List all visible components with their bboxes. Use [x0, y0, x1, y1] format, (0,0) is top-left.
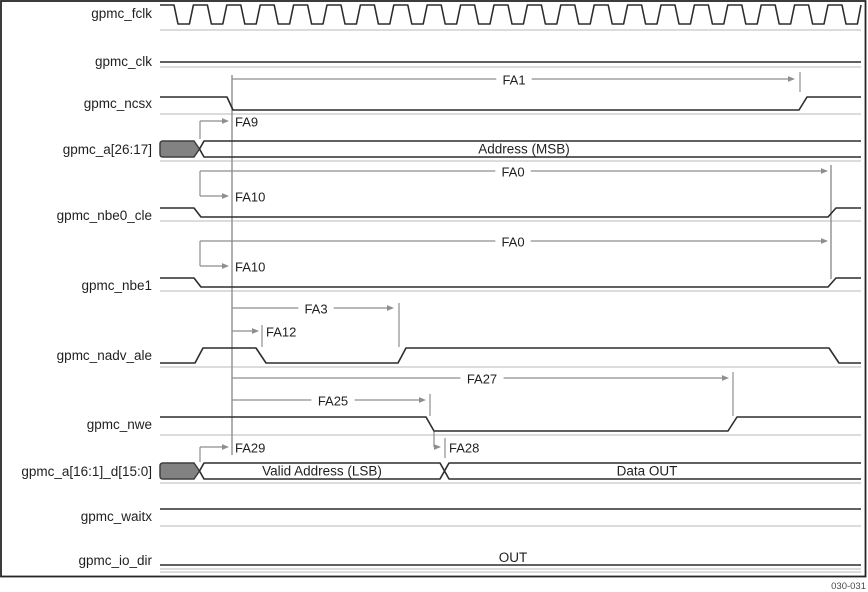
dimension-arrows-layer	[199, 72, 832, 462]
dim-FA0-4	[199, 238, 828, 266]
dim-label-FA10: FA10	[235, 260, 265, 275]
dim-FA10-5	[200, 263, 229, 269]
arrowhead	[434, 444, 441, 450]
dim-FA10-3	[200, 193, 229, 199]
dim-label-FA0: FA0	[501, 165, 524, 180]
arrowhead	[252, 328, 259, 334]
trace-gpmc_ncsx	[160, 96, 861, 111]
arrowhead	[387, 305, 394, 311]
trace-gpmc_nbe1	[160, 277, 861, 288]
signal-label-gpmc_a_16_1_d_15_0: gpmc_a[16:1]_d[15:0]	[21, 464, 152, 479]
signal-label-gpmc_a_26_17: gpmc_a[26:17]	[63, 142, 152, 157]
dim-label-FA27: FA27	[467, 372, 497, 387]
arrowhead	[722, 375, 729, 381]
figure-code: 030-031	[831, 581, 866, 592]
dim-FA29-10	[199, 444, 229, 462]
signal-label-gpmc_waitx: gpmc_waitx	[81, 509, 153, 524]
dim-label-FA10: FA10	[235, 190, 265, 205]
dim-FA1-0	[232, 72, 801, 92]
dim-FA12-7	[232, 325, 263, 347]
signal-label-gpmc_nadv_ale: gpmc_nadv_ale	[57, 348, 152, 363]
trace-gpmc_nwe	[160, 416, 861, 432]
dim-label-FA1: FA1	[502, 73, 525, 88]
arrowhead	[419, 397, 426, 403]
arrowhead	[222, 263, 229, 269]
bus-invalid-block-gpmc_a_26_17	[159, 140, 201, 158]
dim-label-FA9: FA9	[235, 115, 258, 130]
bus-value-label: Address (MSB)	[478, 142, 570, 157]
signal-label-gpmc_nwe: gpmc_nwe	[87, 417, 152, 432]
dim-FA0-2	[199, 168, 828, 196]
bus-invalid-block-gpmc_a_16_1_d_15_0	[159, 462, 201, 480]
diagram-frame-layer	[0, 0, 867, 578]
arrowhead	[222, 118, 229, 124]
arrowhead	[821, 168, 828, 174]
signal-label-gpmc_io_dir: gpmc_io_dir	[78, 553, 152, 568]
arrowhead	[222, 193, 229, 199]
bus-segment-gpmc_a_16_1_d_15_0-0	[198, 462, 446, 480]
dim-label-FA3: FA3	[304, 302, 327, 317]
bus-value-label: Data OUT	[617, 464, 678, 479]
dim-FA28-11	[433, 431, 446, 458]
signal-label-gpmc_nbe1: gpmc_nbe1	[81, 278, 152, 293]
signal-label-gpmc_clk: gpmc_clk	[95, 54, 152, 69]
signal-label-gpmc_ncsx: gpmc_ncsx	[84, 96, 153, 111]
dim-label-FA0: FA0	[501, 235, 524, 250]
trace-gpmc_nadv_ale	[160, 347, 861, 364]
signal-rails-layer	[160, 29, 861, 573]
dim-label-FA29: FA29	[235, 441, 265, 456]
dim-FA3-6	[232, 303, 400, 347]
bus-segment-gpmc_a_16_1_d_15_0-1	[443, 462, 861, 480]
dim-label-FA25: FA25	[318, 394, 348, 409]
clock-waveform-gpmc_fclk	[160, 4, 862, 25]
bus-segment-gpmc_a_26_17-0	[198, 140, 861, 158]
arrowhead	[788, 76, 795, 82]
dim-FA25-9	[232, 394, 431, 416]
arrowhead	[821, 238, 828, 244]
signal-traces-layer	[160, 4, 862, 566]
dim-label-FA28: FA28	[449, 441, 479, 456]
signal-label-gpmc_nbe0_cle: gpmc_nbe0_cle	[57, 208, 152, 223]
signal-label-gpmc_fclk: gpmc_fclk	[91, 6, 152, 21]
bus-value-label: Valid Address (LSB)	[262, 464, 382, 479]
dim-FA27-8	[232, 372, 734, 416]
trace-gpmc_nbe0_cle	[160, 207, 861, 218]
inline-state-label-gpmc_io_dir: OUT	[499, 550, 528, 565]
diagram-border	[0, 0, 867, 578]
dim-label-FA12: FA12	[266, 325, 296, 340]
arrowhead	[222, 444, 229, 450]
dim-FA9-1	[199, 118, 229, 139]
bus-fill-layer	[159, 140, 201, 480]
